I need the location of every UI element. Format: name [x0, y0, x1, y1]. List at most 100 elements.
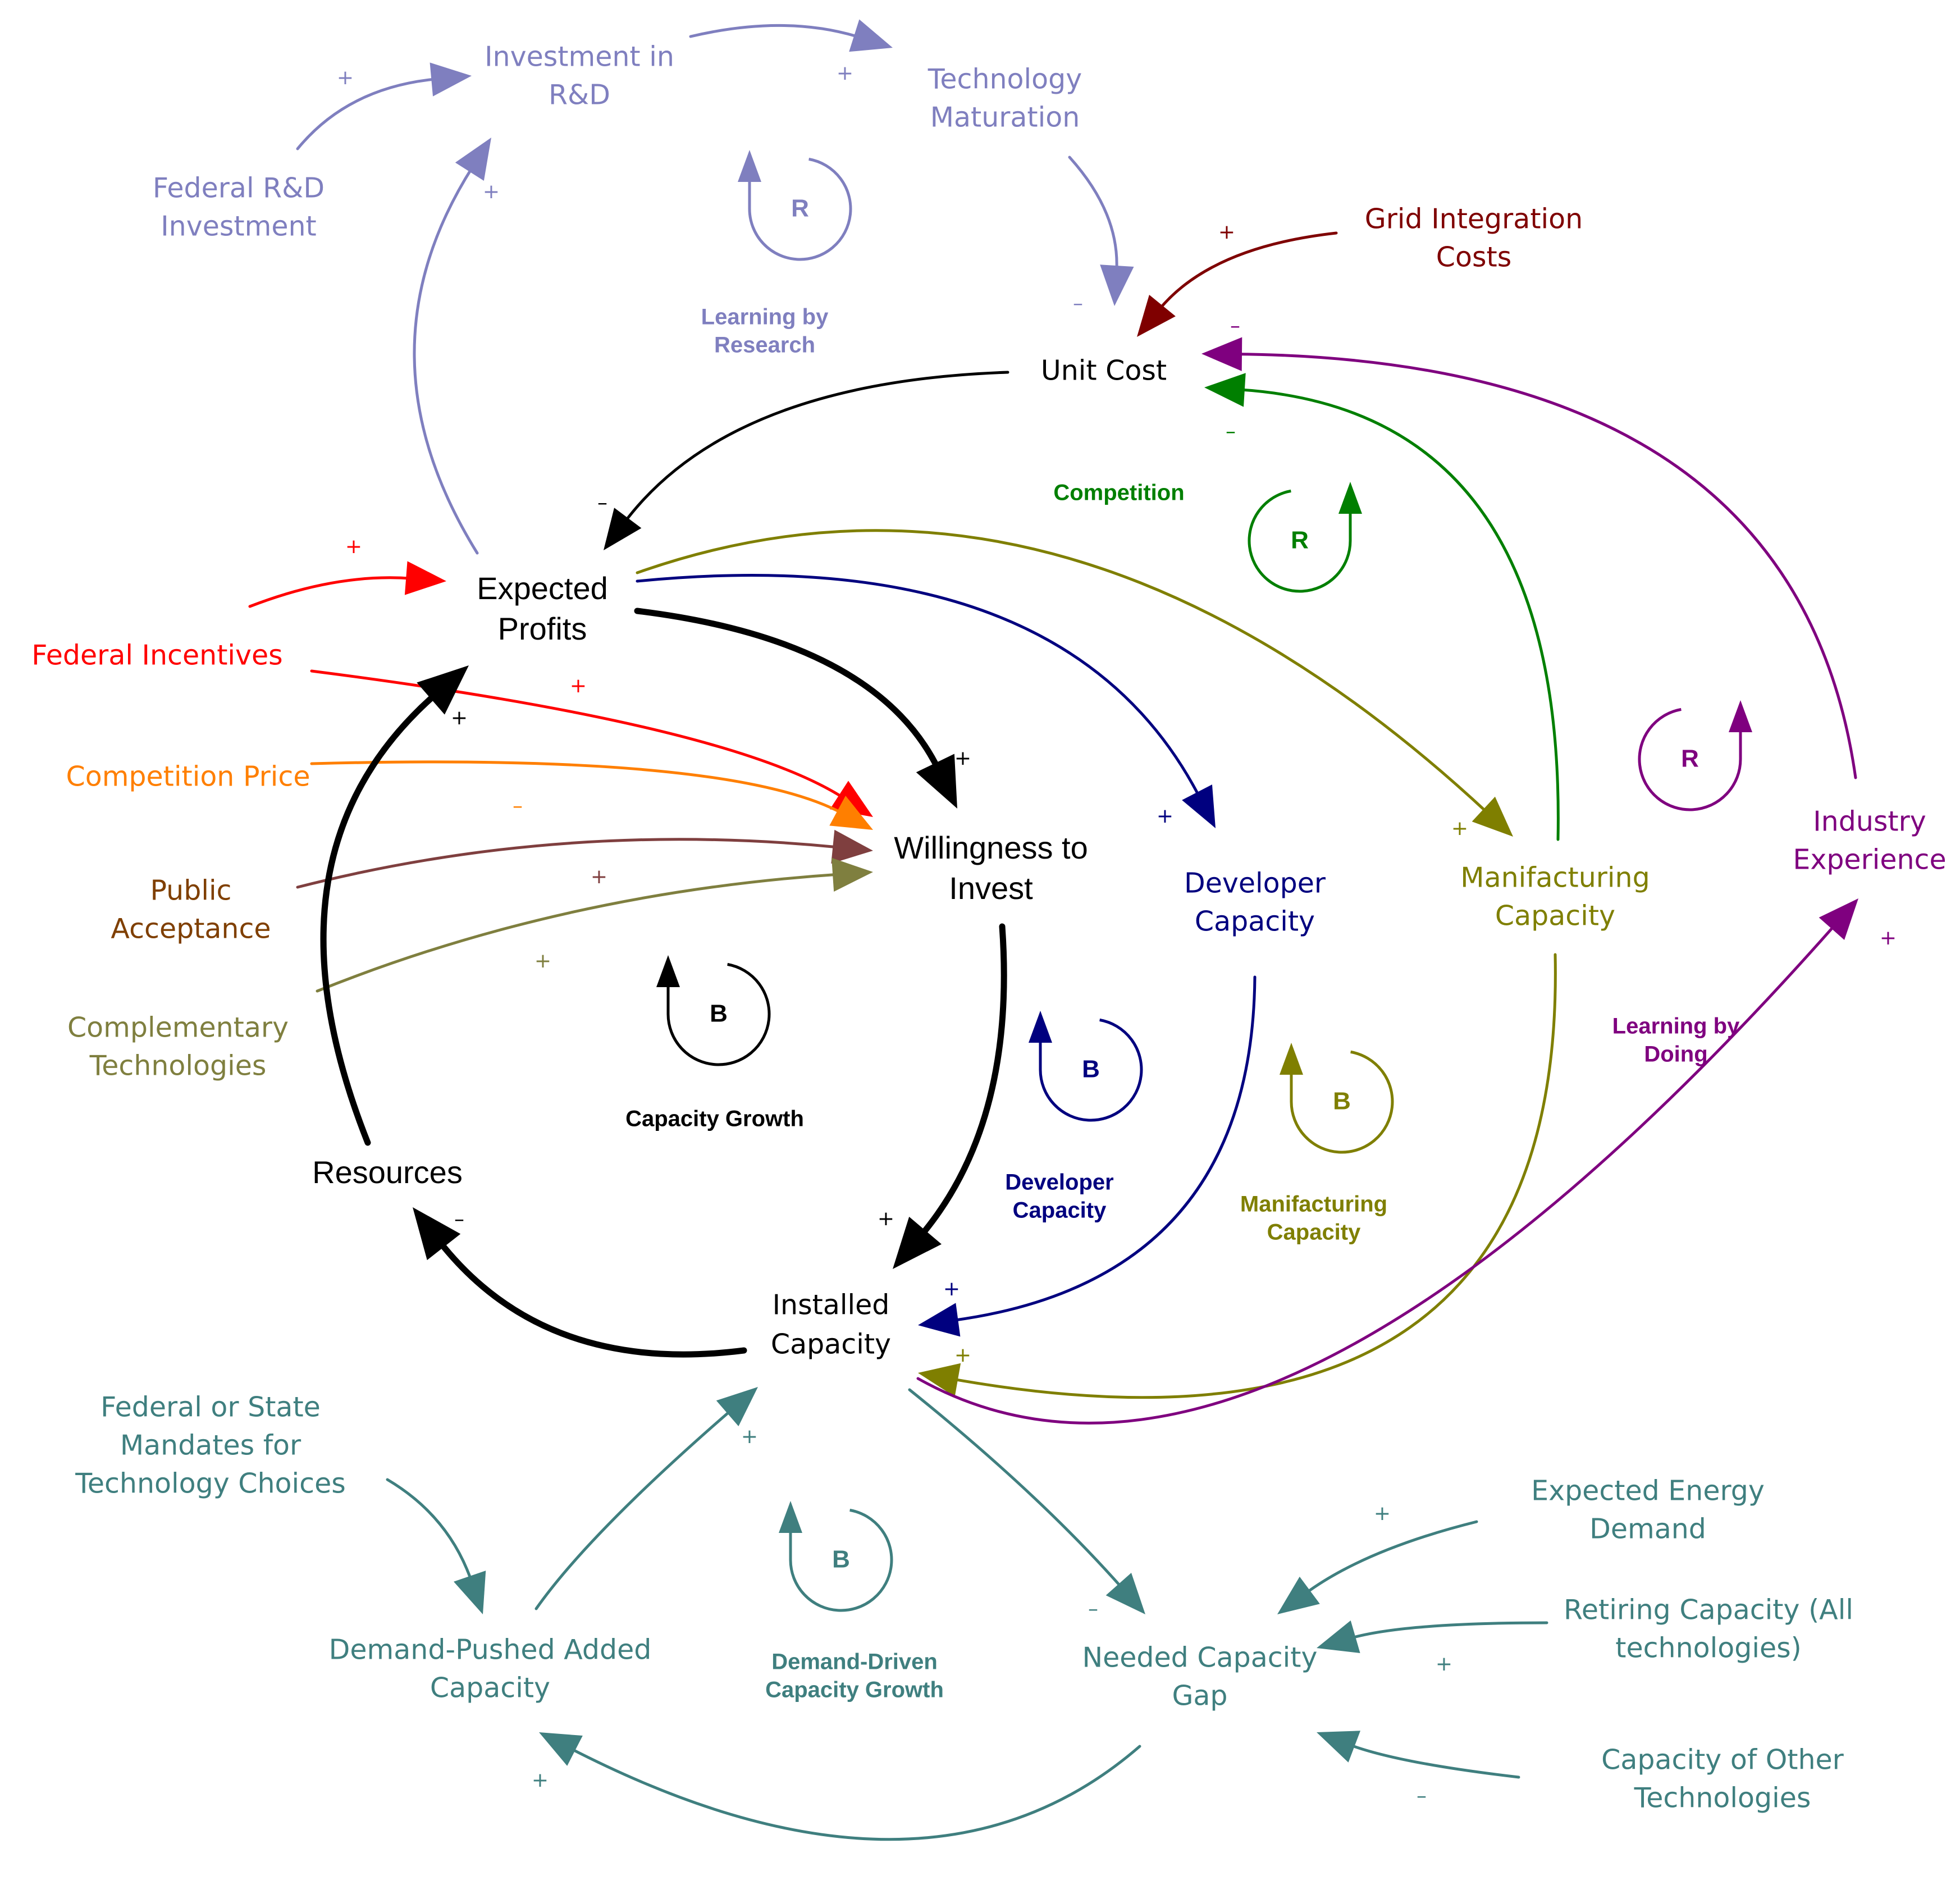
- loop-demand-driven: B: [779, 1501, 893, 1612]
- loop-name-learning-by-doing-line: Learning by: [1612, 1014, 1740, 1039]
- node-federal-incentives-line: Federal Incentives: [31, 640, 282, 672]
- node-federal-incentives: Federal Incentives: [31, 640, 282, 672]
- link-experience-to-unitcost: [1201, 337, 1857, 779]
- loop-learning-by-research-arrowhead: [738, 150, 761, 182]
- node-grid-integration-costs-line: Costs: [1436, 241, 1511, 273]
- link-profits-to-developer: [636, 574, 1216, 828]
- link-manufacturing-to-unitcost-line: [1237, 388, 1560, 841]
- link-installed-to-resources-head: [413, 1207, 461, 1261]
- link-incentives-to-profits: [248, 561, 446, 608]
- link-installed-to-experience-head: [1819, 898, 1858, 940]
- node-mandates-line: Technology Choices: [75, 1468, 346, 1500]
- loop-manifacturing-capacity-letter: B: [1333, 1088, 1351, 1115]
- loop-learning-by-doing-arc: [1638, 708, 1742, 811]
- node-mandates-line: Federal or State: [100, 1391, 321, 1423]
- link-pushed-to-installed: [534, 1387, 758, 1610]
- link-developer-to-installed-line: [951, 975, 1257, 1322]
- link-installed-to-resources-line: [436, 1238, 747, 1358]
- polarity-signs: +++–+–––++++–++++++–+++–++–+: [337, 62, 1897, 1808]
- loop-name-competition-line: Competition: [1053, 481, 1184, 505]
- link-investment-to-maturation-line: [689, 24, 862, 39]
- loop-manifacturing-capacity: B: [1280, 1043, 1394, 1154]
- link-profits-to-willingness-line: [634, 608, 942, 773]
- pol-manufacturing-installed: +: [954, 1344, 971, 1367]
- loop-developer-capacity-arc: [1039, 1018, 1143, 1122]
- node-needed-capacity-gap-line: Needed Capacity: [1082, 1642, 1317, 1674]
- pol-investment-maturation: +: [837, 62, 853, 85]
- pol-installed-gap: –: [1088, 1598, 1098, 1621]
- link-acceptance-to-willingness-line: [296, 838, 840, 889]
- pol-installed-experience: +: [1880, 926, 1897, 950]
- loop-capacity-growth-letter: B: [710, 1000, 728, 1028]
- loop-capacity-growth-arrowhead: [656, 955, 680, 987]
- link-profits-to-investment: [413, 138, 491, 555]
- link-installed-to-gap: [908, 1388, 1145, 1614]
- link-installed-to-gap-line: [908, 1388, 1124, 1590]
- link-demand-to-gap-line: [1303, 1520, 1478, 1596]
- loop-learning-by-doing-arrowhead: [1729, 700, 1752, 732]
- loop-name-learning-by-doing: Learning by Doing: [1612, 1014, 1740, 1067]
- loop-name-manifacturing-capacity-line: Manifacturing: [1240, 1192, 1387, 1217]
- pol-grid-unitcost: +: [1218, 221, 1235, 244]
- link-unitcost-to-profits: [604, 371, 1009, 550]
- link-developer-to-installed-head: [918, 1303, 961, 1337]
- pol-profits-investment: +: [483, 180, 500, 203]
- loop-name-developer-capacity-line: Developer: [1005, 1170, 1113, 1195]
- link-pushed-to-installed-line: [534, 1408, 734, 1610]
- link-profits-to-willingness: [634, 608, 957, 809]
- link-retiring-to-gap-head: [1317, 1620, 1360, 1653]
- node-expected-profits-line: Profits: [498, 611, 587, 646]
- link-other-to-gap-head: [1317, 1731, 1361, 1763]
- loop-name-learning-by-doing-line: Doing: [1644, 1042, 1707, 1067]
- pol-installed-resources: –: [454, 1208, 464, 1231]
- node-expected-energy-demand-line: Expected Energy: [1531, 1475, 1765, 1507]
- loop-name-demand-driven-line: Demand-Driven: [771, 1650, 938, 1674]
- pol-profits-developer: +: [1157, 805, 1173, 828]
- loop-learning-by-doing-letter: R: [1681, 745, 1699, 773]
- loop-name-developer-capacity-line: Capacity: [1013, 1198, 1107, 1223]
- link-acceptance-to-willingness-head: [831, 829, 873, 864]
- loop-capacity-growth-arc: [666, 962, 771, 1066]
- node-needed-capacity-gap-line: Gap: [1172, 1680, 1227, 1712]
- link-profits-to-investment-line: [413, 165, 479, 555]
- link-other-to-gap-line: [1347, 1743, 1520, 1779]
- pol-resources-profits: +: [451, 706, 468, 729]
- pol-complementary-willingness: +: [534, 950, 551, 973]
- loop-competition-letter: R: [1291, 527, 1309, 554]
- pol-retiring-gap: +: [1436, 1653, 1452, 1676]
- link-willingness-to-installed-head: [893, 1216, 942, 1269]
- link-resources-to-profits-head: [417, 665, 469, 715]
- node-willingness-to-invest-line: Willingness to: [894, 830, 1088, 865]
- loop-name-manifacturing-capacity-line: Capacity: [1267, 1220, 1361, 1245]
- node-demand-pushed-added-capacity-line: Capacity: [430, 1672, 550, 1704]
- node-manufacturing-capacity-line: Capacity: [1495, 900, 1615, 932]
- link-installed-to-resources: [413, 1207, 747, 1358]
- loop-capacity-growth: B: [656, 955, 771, 1066]
- link-mandates-to-pushed-line: [386, 1478, 473, 1583]
- loop-name-capacity-growth: Capacity Growth: [625, 1107, 804, 1131]
- link-resources-to-profits: [320, 665, 469, 1146]
- link-acceptance-to-willingness: [296, 829, 873, 889]
- node-unit-cost: Unit Cost: [1041, 355, 1167, 387]
- loop-manifacturing-capacity-arc: [1290, 1050, 1394, 1154]
- link-profits-to-manufacturing-head: [1472, 796, 1513, 837]
- link-grid-to-unitcost: [1137, 231, 1338, 337]
- pol-profits-willingness: +: [954, 747, 971, 770]
- node-competition-price-line: Competition Price: [66, 761, 310, 793]
- loop-name-capacity-growth-line: Capacity Growth: [625, 1107, 804, 1131]
- node-industry-experience-line: Experience: [1793, 844, 1946, 876]
- node-manufacturing-capacity-line: Manifacturing: [1460, 862, 1650, 894]
- link-complementary-to-willingness-head: [831, 857, 873, 892]
- loop-name-learning-by-research-line: Research: [714, 333, 815, 358]
